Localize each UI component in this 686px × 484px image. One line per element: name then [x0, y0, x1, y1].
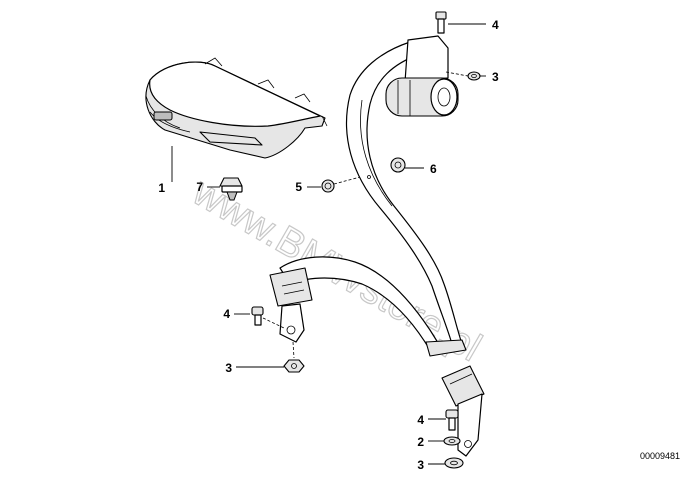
belt-retractor-part[interactable]	[385, 35, 459, 117]
seat-belt-webbing[interactable]	[279, 41, 467, 357]
diagram-code: 00009481	[640, 451, 680, 461]
grommet-part[interactable]	[390, 157, 406, 173]
bottom-washer-part[interactable]	[444, 457, 464, 469]
bottom-spacer-part[interactable]	[443, 436, 461, 446]
bottom-bolt-part[interactable]	[445, 409, 459, 431]
top-washer-part[interactable]	[467, 71, 481, 81]
callout-mid-bolt: 4	[223, 307, 230, 321]
plug-clip-part[interactable]	[219, 177, 243, 201]
callout-cover: 1	[158, 181, 165, 195]
trim-cover-part[interactable]	[145, 57, 328, 159]
belt-anchor-plate[interactable]	[269, 267, 313, 343]
mid-bolt-part[interactable]	[251, 306, 264, 326]
callout-top-washer: 3	[492, 70, 499, 84]
mid-nut-part[interactable]	[283, 359, 305, 373]
belt-buckle-part[interactable]	[441, 365, 485, 457]
callout-top-bolt: 4	[492, 18, 499, 32]
callout-bottom-bolt: 4	[417, 413, 424, 427]
callout-bottom-washer: 3	[417, 458, 424, 472]
top-bolt-part[interactable]	[435, 11, 447, 34]
callout-mid-nut: 3	[225, 361, 232, 375]
callout-pin: 5	[295, 180, 302, 194]
callout-grommet: 6	[430, 162, 437, 176]
callout-plug: 7	[196, 180, 203, 194]
pin-part[interactable]	[321, 179, 335, 193]
callout-bottom-spacer: 2	[417, 435, 424, 449]
